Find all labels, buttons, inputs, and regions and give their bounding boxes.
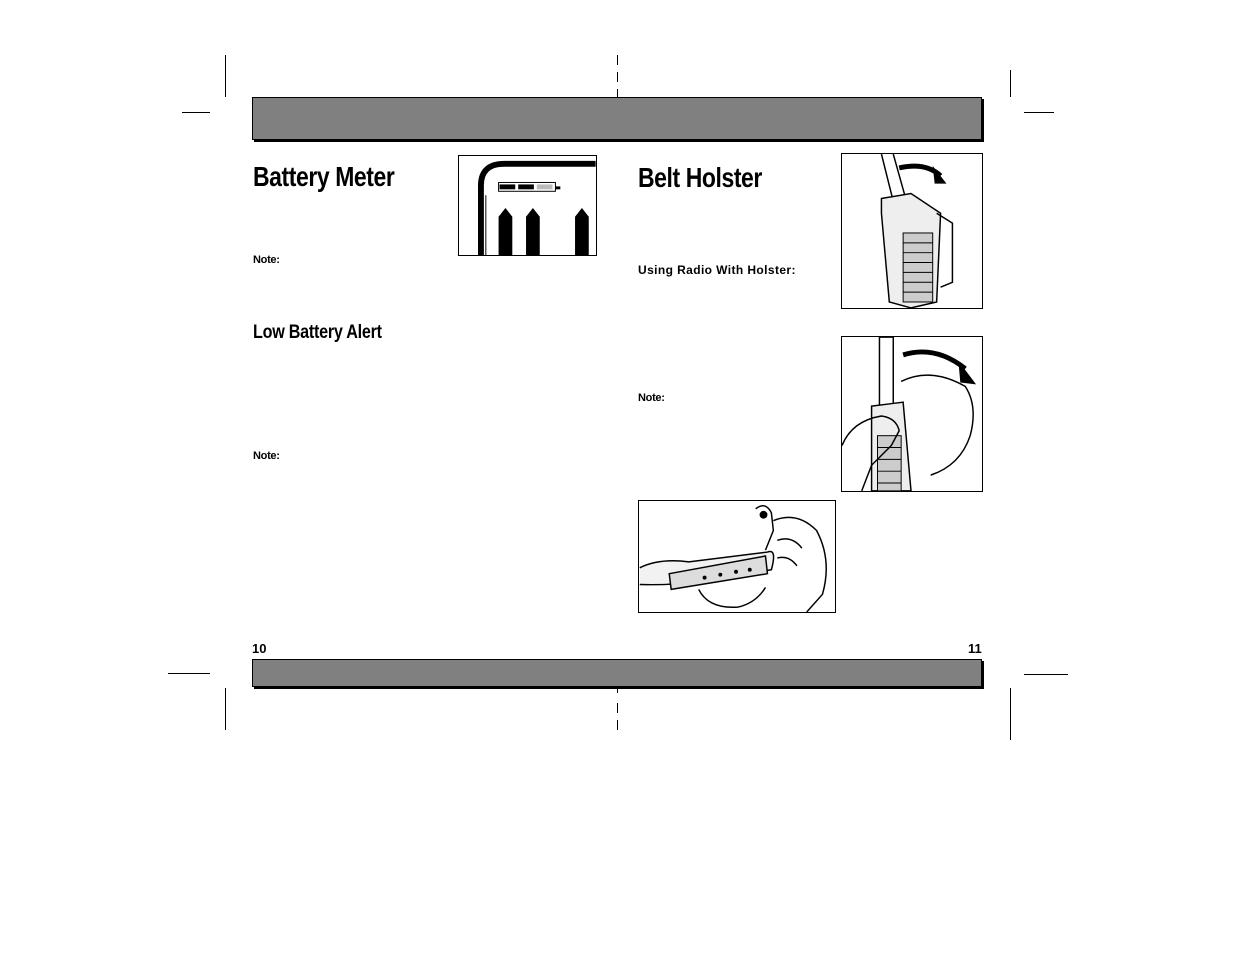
crop-mark <box>617 72 618 82</box>
belt-holster-heading: Belt Holster <box>638 162 762 193</box>
crop-mark <box>182 112 210 113</box>
crop-mark <box>1010 70 1011 97</box>
battery-meter-heading: Battery Meter <box>253 161 395 192</box>
crop-mark <box>1024 674 1068 675</box>
holster-attach-figure <box>841 153 983 309</box>
footer-bar <box>252 659 982 687</box>
note-label: Note: <box>253 450 280 462</box>
page-number-left: 10 <box>252 641 267 656</box>
holster-clip-icon <box>639 504 827 612</box>
radio-holster-remove-icon <box>842 337 977 491</box>
note-label: Note: <box>638 392 665 404</box>
crop-mark <box>617 688 618 693</box>
crop-mark <box>225 55 226 97</box>
note-label: Note: <box>253 254 280 266</box>
holster-clip-figure <box>638 500 836 613</box>
crop-mark <box>1010 688 1011 740</box>
holster-remove-figure <box>841 336 983 492</box>
page-number-right: 11 <box>968 641 982 656</box>
crop-mark <box>617 89 618 97</box>
crop-mark <box>1024 112 1054 113</box>
battery-meter-icon <box>478 160 596 255</box>
crop-mark <box>168 673 210 674</box>
low-battery-alert-heading: Low Battery Alert <box>253 322 382 343</box>
crop-mark <box>617 720 618 730</box>
crop-mark <box>617 55 618 65</box>
crop-mark <box>225 688 226 730</box>
battery-meter-figure <box>458 155 597 256</box>
radio-holster-attach-icon <box>880 154 954 308</box>
using-radio-with-holster-label: Using Radio With Holster: <box>638 263 796 277</box>
header-bar <box>252 97 982 140</box>
crop-mark <box>617 703 618 713</box>
